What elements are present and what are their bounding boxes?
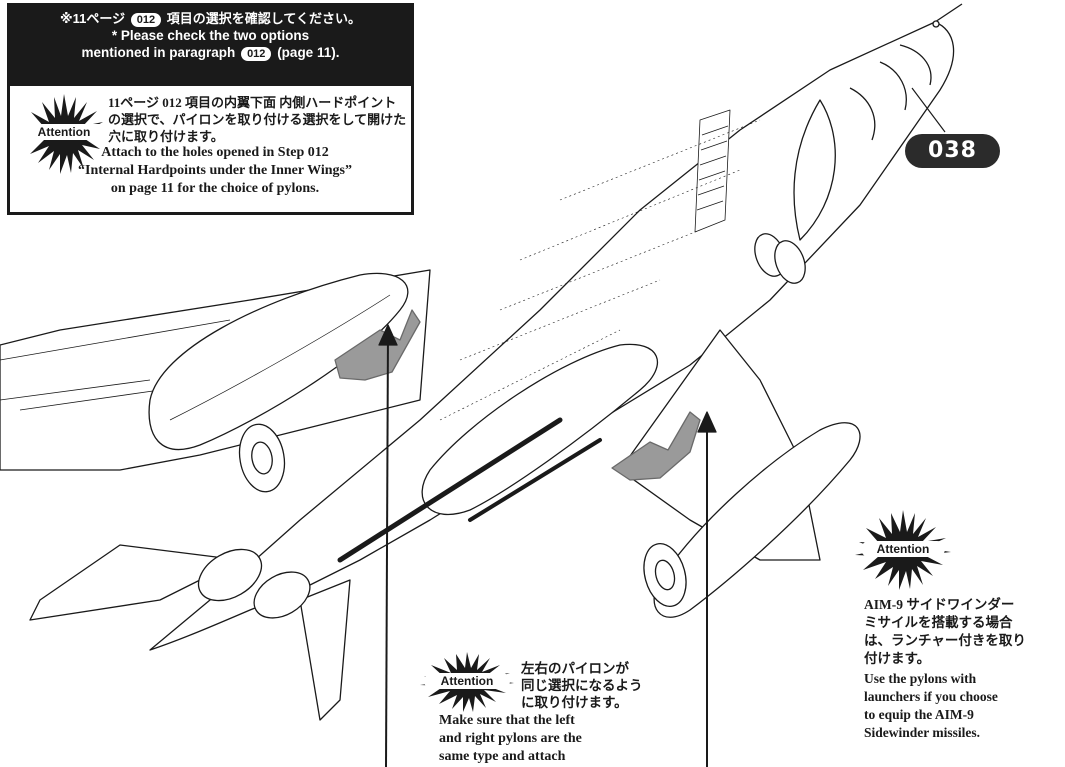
reference-body-en: Attach to the holes opened in Step 012 “…	[20, 144, 410, 198]
right-drop-tank	[653, 422, 861, 618]
pylon-note-jp-line3: に取り付けます。	[521, 695, 628, 710]
left-main-wheel	[238, 423, 286, 493]
engine-nozzle	[197, 548, 263, 602]
note-en-line1: Use the pylons with	[864, 671, 977, 686]
header-jp-suffix: 項目の選択を確認してください。	[166, 11, 361, 26]
header-en-prefix: mentioned in paragraph	[81, 45, 236, 60]
note-en-line4: Sidewinder missiles.	[864, 725, 981, 740]
right-pylon-part	[611, 411, 701, 481]
attention-burst-icon-right: Attention	[855, 510, 951, 590]
nose-gear	[754, 233, 806, 284]
step-reference-box: ※11ページ 012 項目の選択を確認してください。 * Please chec…	[7, 3, 414, 215]
attention-label: Attention	[18, 124, 110, 140]
step-number-pill: 012	[130, 13, 162, 27]
header-en-line1: * Please check the two options	[111, 28, 310, 43]
body-en-line3: on page 11 for the choice of pylons.	[110, 181, 320, 196]
left-drop-tank	[148, 272, 409, 451]
reference-body-jp: 11ページ 012 項目の内翼下面 内側ハードポイントの選択で、パイロンを取り付…	[108, 95, 407, 144]
right-main-wheel	[643, 543, 687, 607]
reference-header: ※11ページ 012 項目の選択を確認してください。 * Please chec…	[10, 6, 411, 86]
attention-burst-icon-bottom: Attention	[420, 652, 514, 712]
pylon-note-jp-line2: 同じ選択になるよう	[521, 678, 643, 693]
sidewinder-note: AIM-9 サイドワインダー ミサイルを搭載する場合 は、ランチャー付きを取り …	[864, 596, 1064, 742]
pylon-note-en-line1: Make sure that the left	[439, 713, 575, 728]
reference-body: 11ページ 012 項目の内翼下面 内側ハードポイントの選択で、パイロンを取り付…	[10, 86, 411, 212]
header-en-line2: mentioned in paragraph 012 (page 11).	[14, 44, 407, 61]
pylon-note-jp-line1: 左右のパイロンが	[521, 661, 629, 676]
header-jp-line: ※11ページ 012 項目の選択を確認してください。	[14, 10, 407, 27]
header-en-suffix: (page 11).	[277, 45, 340, 60]
intake	[793, 99, 836, 241]
pylon-note-jp: 左右のパイロンが 同じ選択になるよう に取り付けます。	[521, 660, 671, 711]
pylon-note-en: Make sure that the left and right pylons…	[439, 712, 669, 766]
note-jp-line3: は、ランチャー付きを取り	[864, 633, 1026, 648]
left-missile	[337, 417, 563, 563]
note-jp-line1: AIM-9 サイドワインダー	[864, 597, 1015, 612]
right-missile	[468, 438, 602, 522]
left-pylon-arrow	[385, 329, 389, 767]
attention-label: Attention	[424, 673, 510, 689]
attention-burst-icon: Attention	[18, 94, 110, 174]
note-jp-line4: 付けます。	[864, 651, 931, 666]
note-jp-line2: ミサイルを搭載する場合	[864, 615, 1013, 630]
step-number-pill-en: 012	[241, 47, 272, 61]
part-leader-line	[911, 87, 946, 133]
header-jp-prefix: ※11ページ	[60, 11, 126, 26]
pitot-probe	[934, 3, 963, 23]
pylon-note-en-line3: same type and attach	[439, 749, 566, 764]
body-en-line1: Attach to the holes opened in Step 012	[101, 145, 329, 160]
pylon-note-en-line2: and right pylons are the	[439, 731, 582, 746]
attention-label: Attention	[861, 541, 945, 557]
note-en-line2: launchers if you choose	[864, 689, 998, 704]
part-number-badge: 038	[905, 134, 1000, 168]
ventral-fin	[299, 579, 351, 721]
body-en-line2: “Internal Hardpoints under the Inner Win…	[78, 163, 352, 178]
note-en-line3: to equip the AIM-9	[864, 707, 974, 722]
vent-panel	[694, 109, 731, 233]
